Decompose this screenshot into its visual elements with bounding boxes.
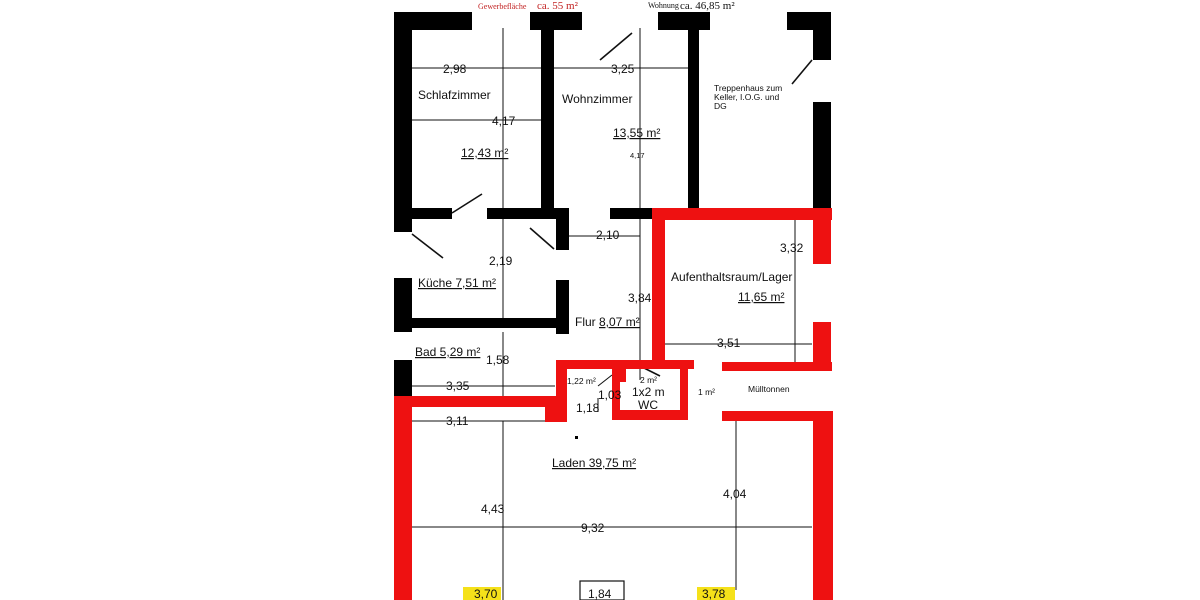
wall-top-left — [394, 12, 472, 30]
dimension-label-d311: 3,11 — [446, 414, 469, 428]
dimension-label-d103: 1,03 — [598, 388, 622, 402]
room-labels: Schlafzimmer 12,43 m² Wohnzimmer 13,55 m… — [415, 83, 792, 470]
wall-aufenthalt-left — [652, 208, 665, 366]
dimension-label-d335: 3,35 — [446, 379, 470, 393]
entrance-door-frame — [579, 580, 625, 600]
dimension-labels: 2,98 3,25 4,17 4,17 2,10 2,19 3,32 3,84 3,51 1,58… — [443, 62, 804, 600]
wall-flur-left — [556, 280, 569, 334]
dim-line-wc-diag — [597, 374, 613, 387]
header-wohnung-label: Wohnung — [648, 1, 679, 10]
dimension-label-d351: 3,51 — [717, 336, 741, 350]
door-swings — [411, 32, 813, 377]
dimension-label-d325: 3,25 — [611, 62, 635, 76]
dimension-label-d932: 9,32 — [581, 521, 605, 535]
flur-name: Flur — [575, 315, 596, 329]
aufenthalt-name: Aufenthaltsraum/Lager — [671, 270, 792, 284]
wall-wc-inner-left — [612, 369, 620, 413]
treppenhaus-line2: Keller, I.O.G. und — [714, 92, 779, 102]
door-kueche-flur — [529, 227, 555, 250]
schlafzimmer-name: Schlafzimmer — [418, 88, 491, 102]
dimension-label-d298: 2,98 — [443, 62, 467, 76]
ceiling-mark — [575, 436, 578, 439]
wall-wohn-treppe — [688, 12, 699, 208]
wall-laden-notch — [545, 396, 560, 422]
wall-laden-right — [813, 411, 833, 600]
muell-name: Mülltonnen — [748, 384, 790, 394]
wall-wc-shoulder — [612, 369, 626, 382]
wall-top-right — [658, 12, 710, 30]
schlafzimmer-area: 12,43 m² — [461, 146, 508, 160]
dimension-lines — [412, 28, 812, 600]
wall-wc-left — [556, 360, 567, 422]
wohnzimmer-name: Wohnzimmer — [562, 92, 632, 106]
wall-wc-inner-right — [680, 369, 688, 413]
wall-schlaf-wohn — [541, 12, 554, 217]
wall-top-middle — [530, 12, 582, 30]
wc-size: 1x2 m — [632, 385, 665, 399]
treppenhaus-line1: Treppenhaus zum — [714, 83, 782, 93]
wall-laden-left — [394, 396, 412, 600]
wall-left-bad — [394, 360, 412, 396]
wc-name: WC — [638, 398, 658, 412]
dimension-label-d443: 4,43 — [481, 502, 505, 516]
flur-area: 8,07 m² — [599, 315, 640, 329]
wall-muell-top — [722, 362, 832, 371]
nische-area: 1 m² — [698, 387, 715, 397]
dimension-label-d370: 3,70 — [474, 587, 498, 600]
highlight-370 — [463, 587, 501, 600]
header-gewerbe-area: ca. 55 m² — [537, 0, 579, 12]
treppenhaus-line3: DG — [714, 101, 727, 111]
door-kueche — [411, 233, 444, 259]
dimension-label-d184: 1,84 — [588, 587, 612, 600]
dimension-label-d219: 2,19 — [489, 254, 513, 268]
dimension-label-d404: 4,04 — [723, 487, 747, 501]
door-schlaf — [451, 193, 483, 214]
wc-area: 2 m² — [640, 375, 657, 385]
apartment-walls — [394, 12, 831, 439]
header-gewerbe-label: Gewerbefläche — [478, 2, 527, 11]
dimension-label-d158: 1,58 — [486, 353, 510, 367]
wall-laden-top-right — [722, 411, 832, 421]
bad-label: Bad 5,29 m² — [415, 345, 480, 359]
wall-aufenthalt-right-stub — [813, 208, 831, 264]
wall-right-middle — [813, 102, 831, 208]
door-wohn — [599, 32, 633, 61]
highlight-378 — [697, 587, 735, 600]
dimension-label-d118: 1,18 — [576, 401, 600, 415]
header-wohnung-area: ca. 46,85 m² — [680, 0, 735, 12]
wall-left-upper — [394, 12, 412, 232]
commercial-walls — [394, 208, 833, 600]
dimension-label-d417b: 4,17 — [630, 151, 645, 160]
wall-schlaf-bottom-b — [487, 208, 569, 219]
wall-wc-bottom — [612, 410, 688, 420]
wall-wohn-bottom — [610, 208, 660, 219]
header: Gewerbefläche ca. 55 m² Wohnung ca. 46,8… — [478, 0, 735, 12]
wall-kueche-bad — [394, 318, 558, 328]
door-treppe — [791, 59, 813, 85]
dimension-label-d417a: 4,17 — [492, 114, 516, 128]
wall-schlaf-bottom-a — [394, 208, 452, 219]
storefront — [463, 580, 735, 600]
kueche-label: Küche 7,51 m² — [418, 276, 496, 290]
dimension-label-d378: 3,78 — [702, 587, 726, 600]
laden-label: Laden 39,75 m² — [552, 456, 636, 470]
wall-right-upper — [813, 12, 831, 60]
wall-aufenthalt-top — [652, 208, 832, 220]
aufenthalt-area: 11,65 m² — [738, 290, 784, 304]
dimension-label-d384: 3,84 — [628, 291, 652, 305]
wall-right-muell — [813, 322, 831, 371]
wohnzimmer-area: 13,55 m² — [613, 126, 660, 140]
dimension-label-d210: 2,10 — [596, 228, 620, 242]
wall-wc-top — [556, 360, 694, 369]
wc-small-area: 1,22 m² — [567, 376, 596, 386]
wall-laden-top — [394, 396, 560, 407]
wall-kueche-right — [556, 208, 569, 250]
dimension-label-d332: 3,32 — [780, 241, 804, 255]
